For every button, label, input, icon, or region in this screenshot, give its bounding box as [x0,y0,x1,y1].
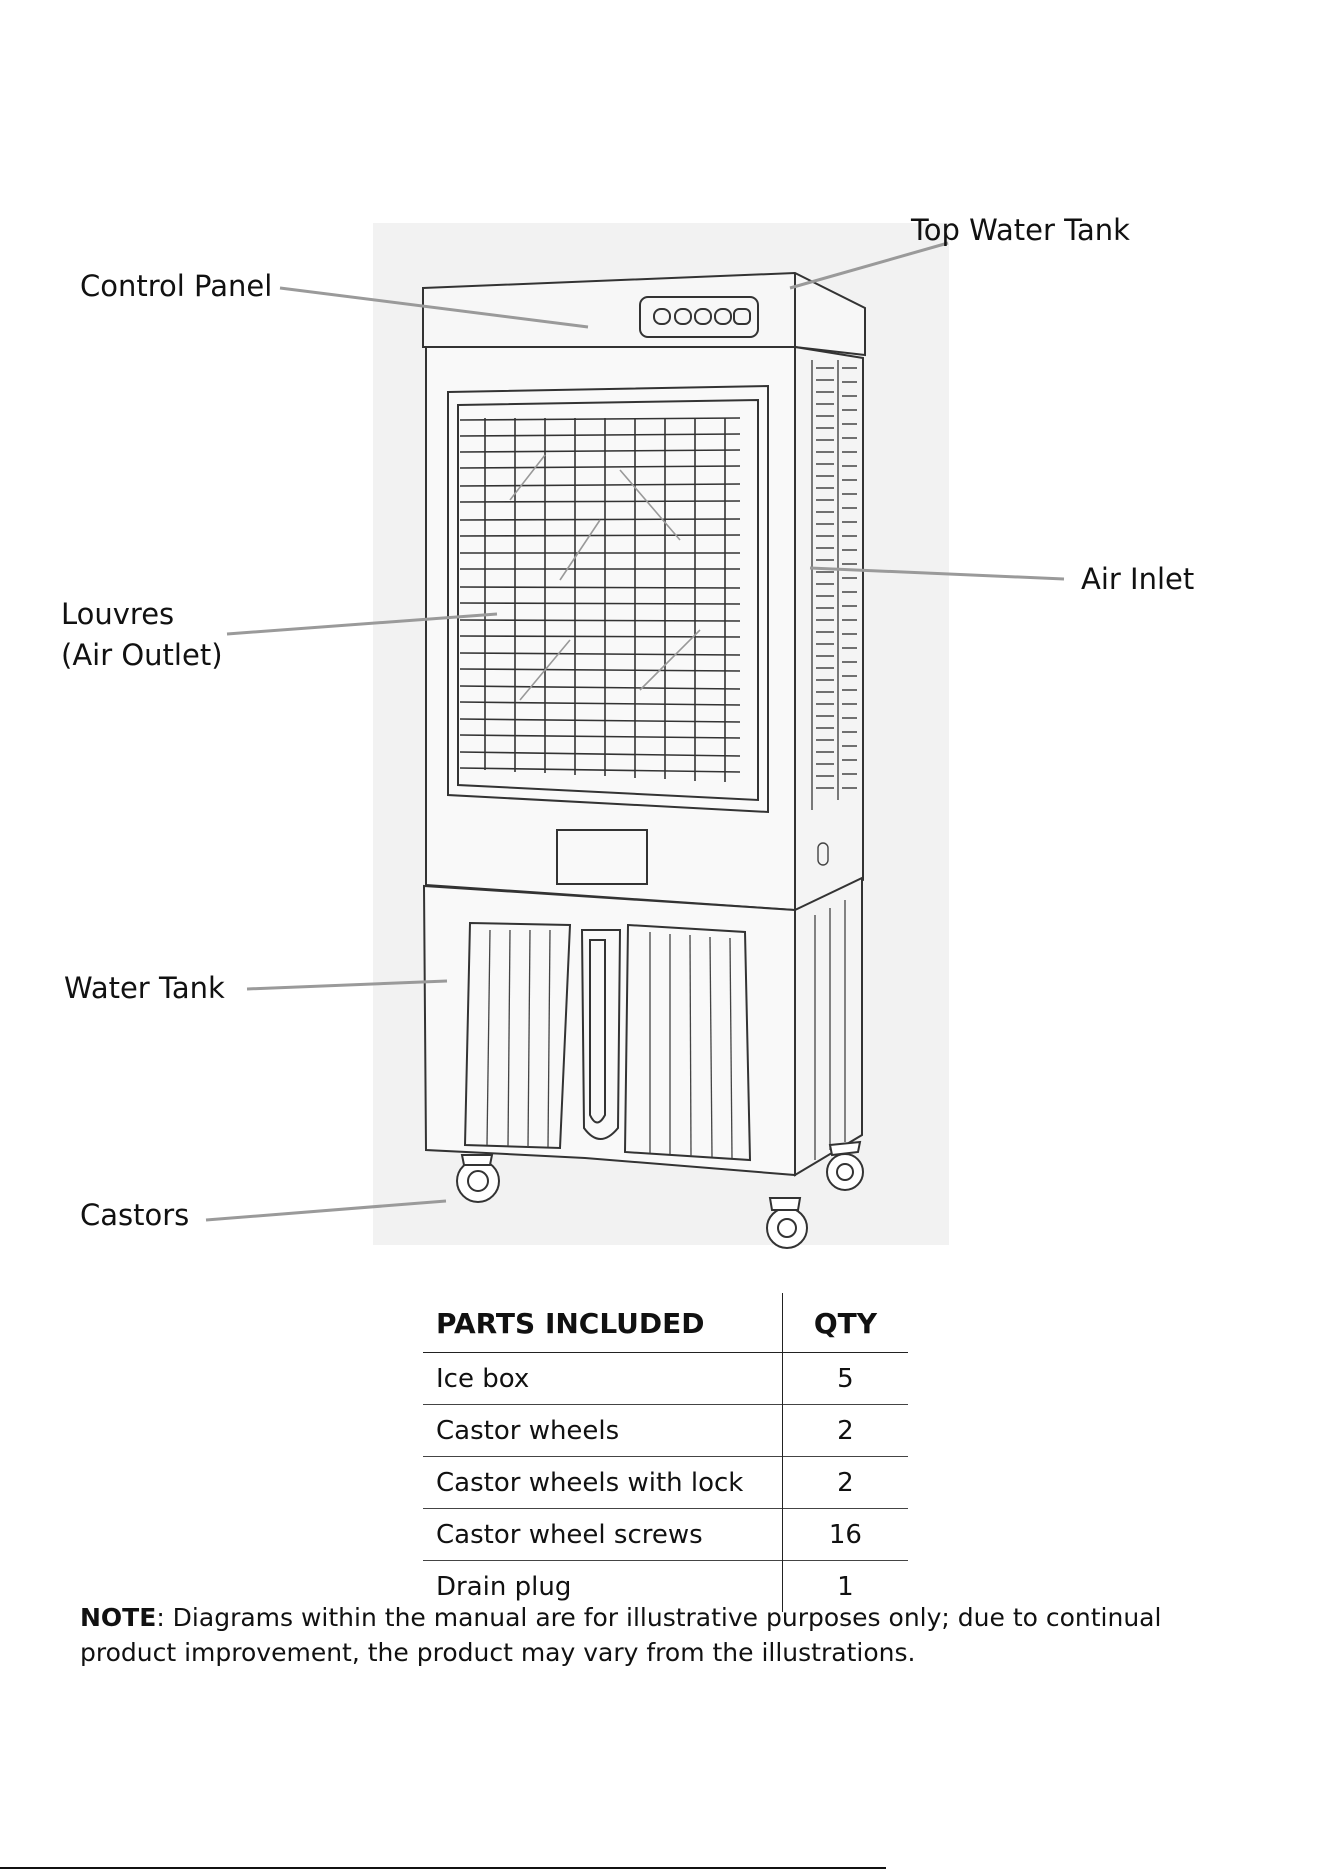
table-header-row: PARTS INCLUDED QTY [423,1293,908,1353]
air-cooler-illustration [205,223,1065,1249]
header-qty: QTY [781,1293,908,1353]
label-louvres: Louvres (Air Outlet) [61,594,223,676]
part-name: Castor wheels [423,1404,783,1457]
footer-rule [0,1867,886,1869]
control-panel-housing [639,296,759,338]
leader-louvres [226,612,498,636]
control-button [733,308,751,325]
louvre-slats [459,417,741,782]
part-qty: 2 [781,1404,908,1457]
illustration-note: NOTE: Diagrams within the manual are for… [80,1600,1250,1670]
part-name: Drain plug [423,1560,783,1612]
water-tank-side [794,876,863,1177]
table-row: Castor wheels with lock 2 [423,1456,908,1509]
leader-top-water-tank [789,241,949,290]
table-row: Castor wheel screws 16 [423,1508,908,1561]
parts-included-table: PARTS INCLUDED QTY Ice box 5 Castor whee… [423,1293,908,1612]
part-qty: 1 [781,1560,908,1612]
label-louvres-line1: Louvres [61,597,175,631]
label-castors: Castors [80,1198,190,1232]
label-control-panel: Control Panel [80,269,273,303]
water-tank-front [422,884,796,1177]
table-row: Castor wheels 2 [423,1404,908,1457]
part-qty: 16 [781,1508,908,1561]
leader-air-inlet [809,566,1065,581]
control-button [653,308,671,325]
part-name: Castor wheel screws [423,1508,783,1561]
leader-castors [205,1199,447,1222]
part-name: Ice box [436,1364,530,1394]
label-air-inlet: Air Inlet [1081,562,1195,596]
control-button [694,308,712,325]
part-qty: 2 [781,1456,908,1509]
header-parts-included: PARTS INCLUDED [423,1293,783,1353]
control-button [714,308,732,325]
note-label: NOTE [80,1603,157,1632]
water-level-window [556,829,648,885]
note-text: : Diagrams within the manual are for ill… [80,1603,1162,1667]
label-water-tank: Water Tank [64,971,225,1005]
part-name: Castor wheels with lock [423,1456,783,1509]
table-row: Ice box 5 [423,1352,908,1405]
air-inlet-grille [811,360,857,866]
part-qty: 5 [781,1352,908,1405]
louvre-frame [447,384,769,814]
castor-wheels [456,1140,864,1249]
leader-control-panel [279,286,589,329]
label-louvres-line2: (Air Outlet) [61,638,223,672]
table-row: Drain plug 1 [423,1560,908,1612]
label-top-water-tank: Top Water Tank [911,213,1130,247]
leader-water-tank [246,979,448,991]
cooler-body-side [794,345,864,912]
control-button [674,308,692,325]
cooler-body-front [425,346,796,912]
